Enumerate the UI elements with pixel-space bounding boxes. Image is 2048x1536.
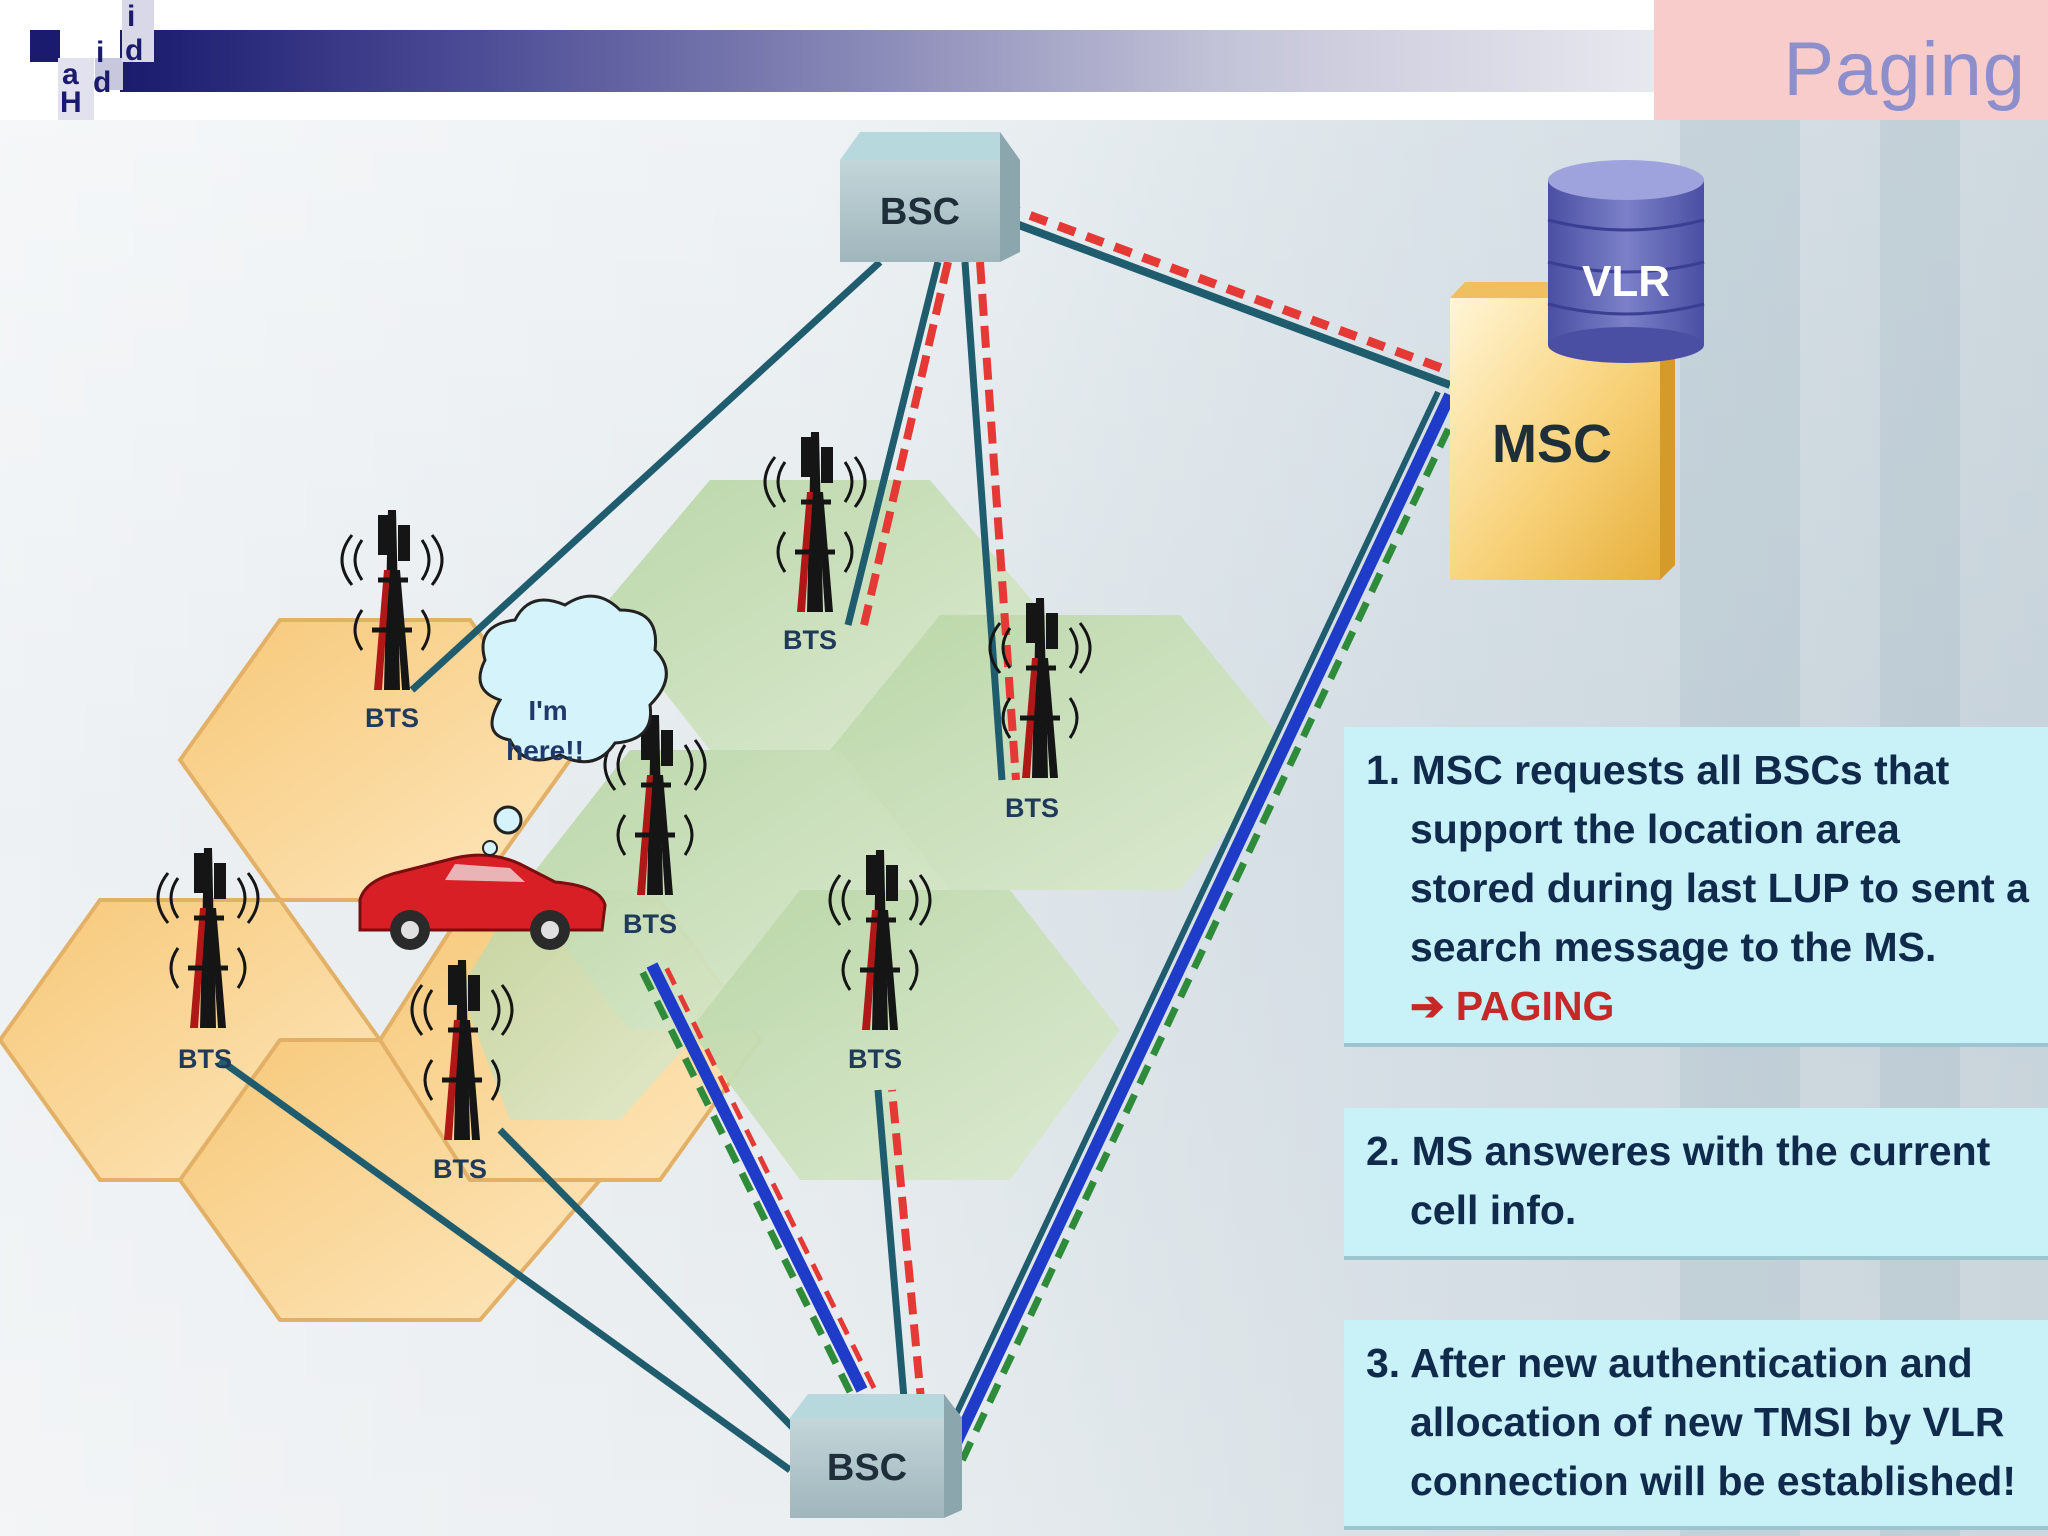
step-box-1: 1. MSC requests all BSCs that support th… <box>1344 727 2048 1043</box>
step-line: allocation of new TMSI by VLR <box>1410 1399 2005 1445</box>
bsc-front-face <box>840 160 1000 262</box>
step-line: 2. MS answeres with the current <box>1366 1128 1991 1174</box>
link-line <box>1000 200 1454 377</box>
bts-label: BTS <box>848 1044 902 1074</box>
bsc-top-face <box>790 1394 962 1418</box>
step-line: stored during last LUP to sent a <box>1410 865 2029 911</box>
link-line <box>933 390 1441 1459</box>
msc-label: MSC <box>1492 414 1612 474</box>
link-line <box>888 1089 926 1411</box>
vlr-bottom <box>1548 327 1704 363</box>
network-links <box>217 200 1466 1473</box>
bsc-bottom-label: BSC <box>827 1447 907 1489</box>
logo-letter: i <box>127 0 136 33</box>
link-line <box>976 261 1020 781</box>
bsc-bottom: BSC <box>790 1394 962 1518</box>
bts-tower-4: BTS <box>605 715 705 939</box>
hex-cell <box>460 890 700 1120</box>
link-line <box>998 214 1452 389</box>
logo-square <box>58 58 94 120</box>
title-box: Paging <box>1654 0 2048 120</box>
link-line <box>942 392 1456 1463</box>
link-line <box>661 961 877 1390</box>
link-line <box>961 261 1006 781</box>
bts-tower-6: BTS <box>158 848 258 1074</box>
logo-square <box>122 0 154 62</box>
vlr-body <box>1548 180 1704 345</box>
link-line <box>874 1089 909 1411</box>
step-line: 3. After new authentication and <box>1366 1340 1973 1386</box>
speech-text: I'm <box>528 695 567 726</box>
logo-letter: a <box>62 58 79 91</box>
vlr-top <box>1548 160 1704 200</box>
step-text: 3. After new authentication and allocati… <box>1366 1334 2030 1511</box>
hex-cell <box>690 890 1120 1180</box>
bts-label: BTS <box>433 1154 487 1184</box>
bts-tower-1: BTS <box>342 510 442 733</box>
link-line <box>636 965 854 1394</box>
hex-cell <box>830 615 1290 890</box>
bsc-front-face <box>790 1418 944 1518</box>
logo-square <box>30 30 60 62</box>
step-line: 1. MSC requests all BSCs that <box>1366 747 1950 793</box>
speech-text: here!! <box>506 735 584 766</box>
step-line: search message to the MS. <box>1410 924 1937 970</box>
link-line <box>409 259 883 693</box>
bts-tower-3: BTS <box>990 598 1090 823</box>
step-line: support the location area <box>1410 806 1900 852</box>
header: i d i a d H Paging <box>0 0 2048 120</box>
logo-letter: i <box>96 36 105 69</box>
bts-label: BTS <box>783 625 837 655</box>
link-line <box>646 962 868 1393</box>
link-line <box>844 261 942 626</box>
step-box-3: 3. After new authentication and allocati… <box>1344 1320 2048 1526</box>
vlr-label: VLR <box>1582 257 1670 306</box>
bts-label: BTS <box>1005 793 1059 823</box>
slide-title: Paging <box>1783 27 2026 112</box>
bsc-side-face <box>944 1394 962 1518</box>
step-text: 2. MS answeres with the current cell inf… <box>1366 1122 2030 1240</box>
logo-letter: H <box>60 86 82 119</box>
step-line: cell info. <box>1410 1187 1577 1233</box>
step-text: 1. MSC requests all BSCs that support th… <box>1366 741 2030 1036</box>
bsc-side-face <box>1000 132 1020 262</box>
logo-letter: d <box>93 66 112 99</box>
bsc-top: BSC <box>840 132 1020 262</box>
bts-tower-5: BTS <box>830 850 930 1074</box>
step-line: connection will be established! <box>1410 1458 2016 1504</box>
bsc-top-face <box>840 132 1020 160</box>
link-line <box>497 1127 808 1443</box>
bsc-top-label: BSC <box>880 191 960 233</box>
bts-label: BTS <box>623 909 677 939</box>
logo-letter: d <box>125 34 144 67</box>
link-line <box>956 398 1466 1467</box>
paging-highlight: ➔ PAGING <box>1410 983 1615 1029</box>
link-line <box>217 1057 793 1473</box>
car-icon <box>358 853 607 950</box>
bts-tower-2: BTS <box>765 432 865 655</box>
thought-bubble-icon: I'm here!! <box>478 594 668 856</box>
database-cylinder-icon: VLR <box>1547 160 1705 363</box>
cell-area-green <box>460 480 1290 1180</box>
bts-label: BTS <box>365 703 419 733</box>
bts-tower-7: BTS <box>412 960 512 1184</box>
step-box-2: 2. MS answeres with the current cell inf… <box>1344 1108 2048 1256</box>
logo-square <box>95 58 123 90</box>
bts-label: BTS <box>178 1044 232 1074</box>
header-gradient-bar <box>120 30 1680 92</box>
